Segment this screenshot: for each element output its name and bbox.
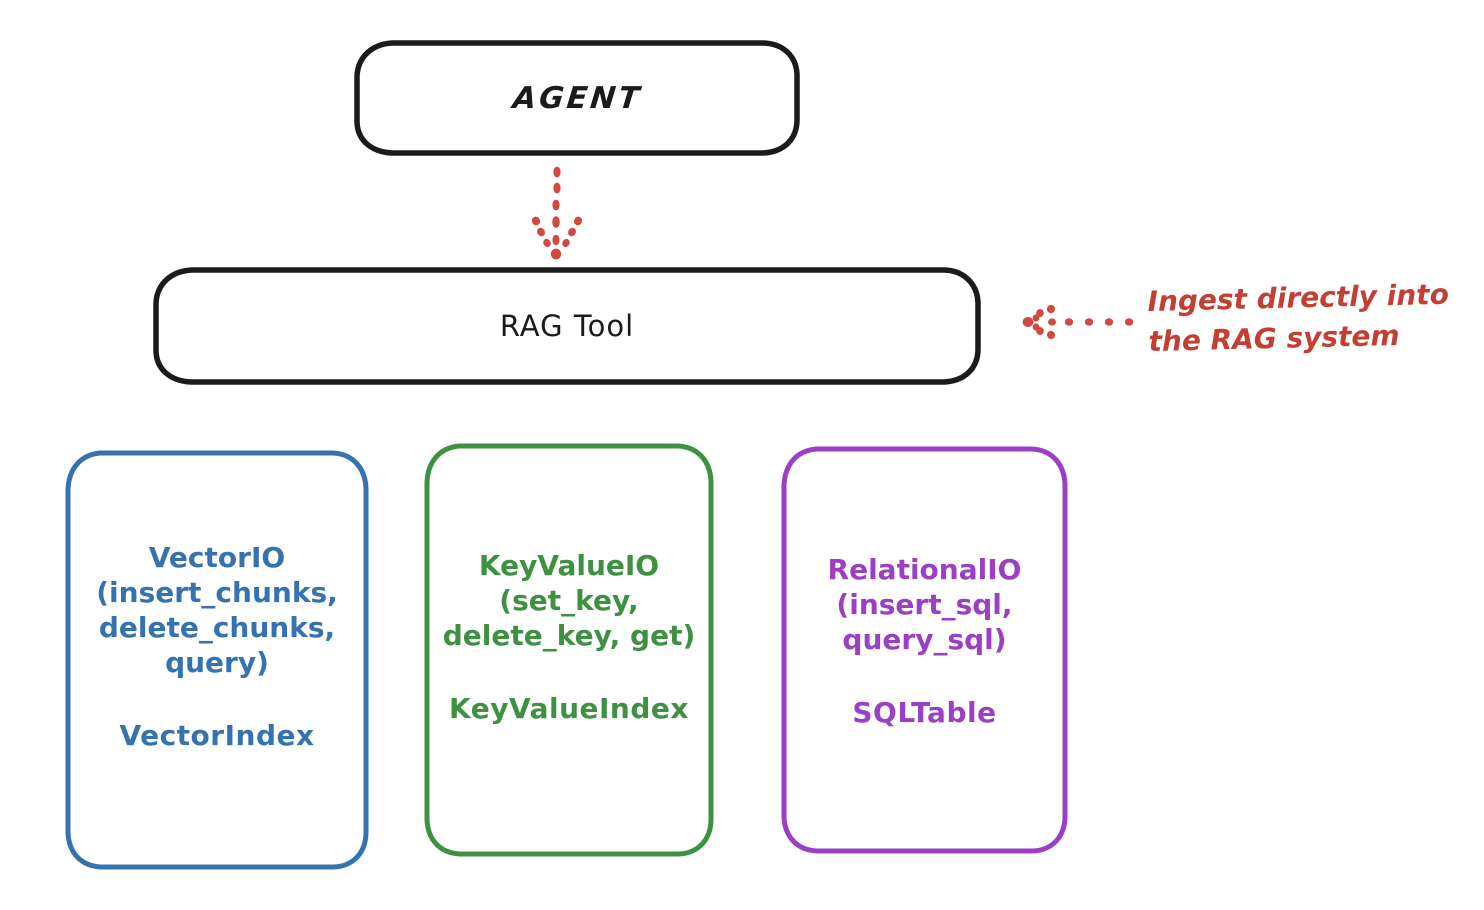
provider-title-keyvalue: KeyValueIO (set_key, delete_key, get): [442, 549, 696, 652]
agent-label: AGENT: [511, 80, 644, 116]
vector-card-outline[interactable]: [65, 450, 369, 870]
agent-node[interactable]: AGENT: [357, 42, 798, 154]
provider-index-keyvalue: KeyValueIndex: [449, 692, 689, 725]
annotation-to-rag-arrow: [1022, 304, 1134, 340]
provider-title-relational: RelationalIO (insert_sql, query_sql): [827, 553, 1022, 656]
agent-to-rag-arrow: [531, 166, 583, 260]
provider-card-keyvalue[interactable]: KeyValueIO (set_key, delete_key, get) Ke…: [427, 445, 711, 855]
provider-card-relational[interactable]: RelationalIO (insert_sql, query_sql) SQL…: [784, 448, 1065, 852]
provider-index-relational: SQLTable: [852, 696, 997, 729]
keyvalue-card-outline[interactable]: [424, 443, 714, 857]
rag-tool-box-outline[interactable]: [153, 267, 981, 385]
relational-card-outline[interactable]: [781, 446, 1068, 854]
provider-index-vector: VectorIndex: [119, 719, 315, 752]
agent-box-outline[interactable]: [354, 40, 800, 156]
provider-card-vector[interactable]: VectorIO (insert_chunks, delete_chunks, …: [68, 452, 366, 868]
ingest-annotation-text: Ingest directly into the RAG system: [1147, 277, 1450, 359]
rag-tool-node[interactable]: RAG Tool: [156, 269, 978, 383]
provider-title-vector: VectorIO (insert_chunks, delete_chunks, …: [96, 541, 338, 679]
rag-tool-label: RAG Tool: [499, 309, 635, 343]
